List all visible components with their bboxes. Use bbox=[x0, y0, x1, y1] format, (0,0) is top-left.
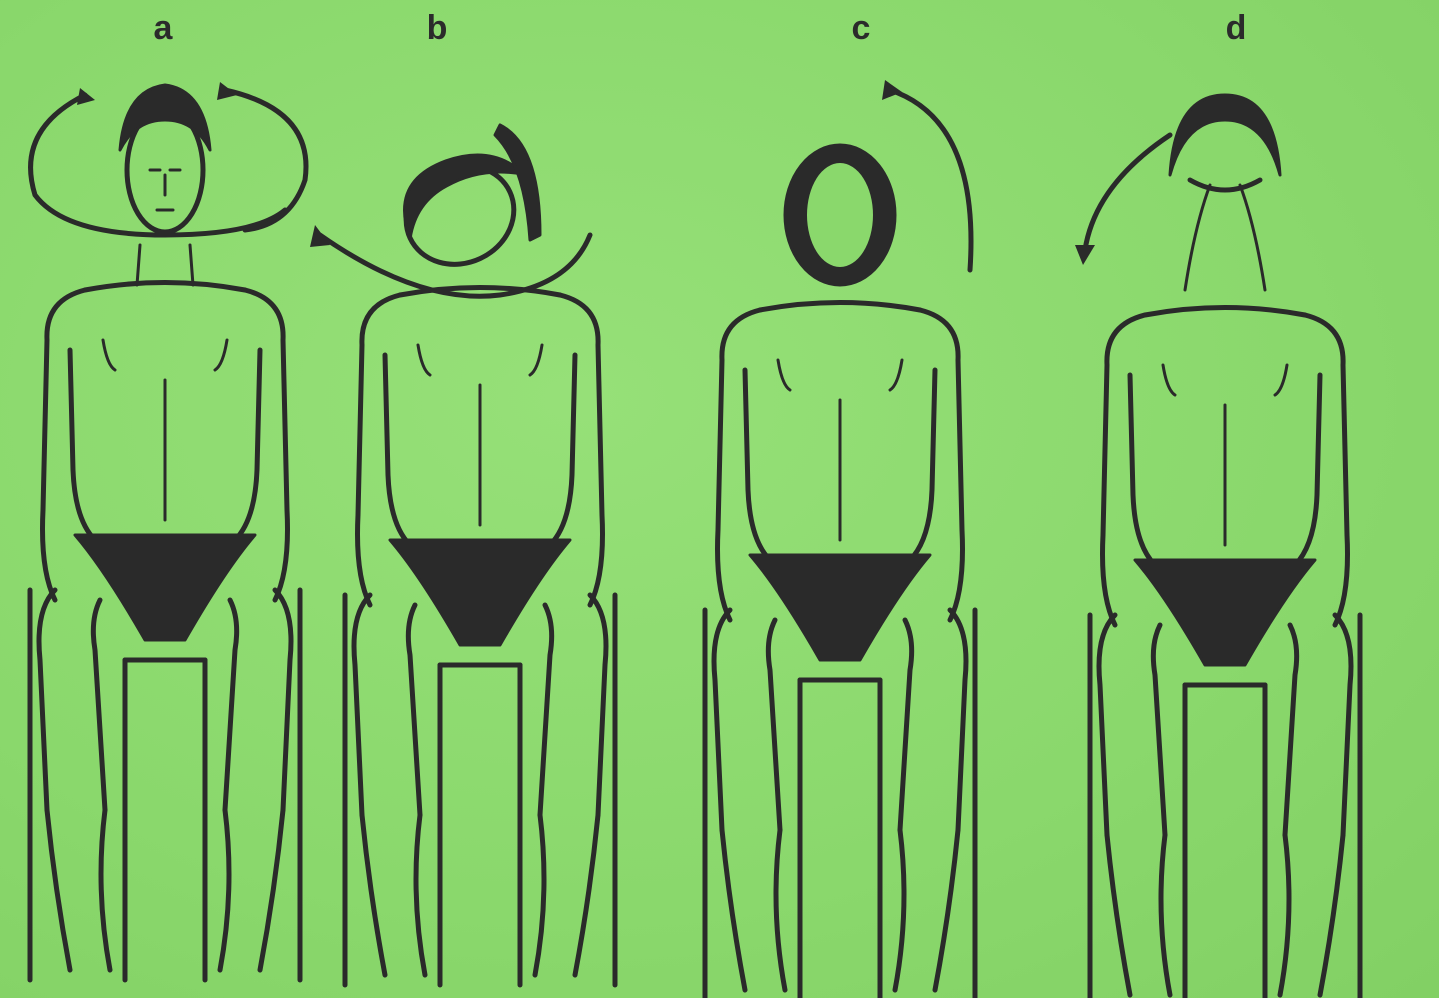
figure-d bbox=[1075, 95, 1360, 998]
figure-b bbox=[310, 125, 615, 985]
figure-a bbox=[30, 82, 306, 980]
figure-c bbox=[705, 80, 975, 998]
